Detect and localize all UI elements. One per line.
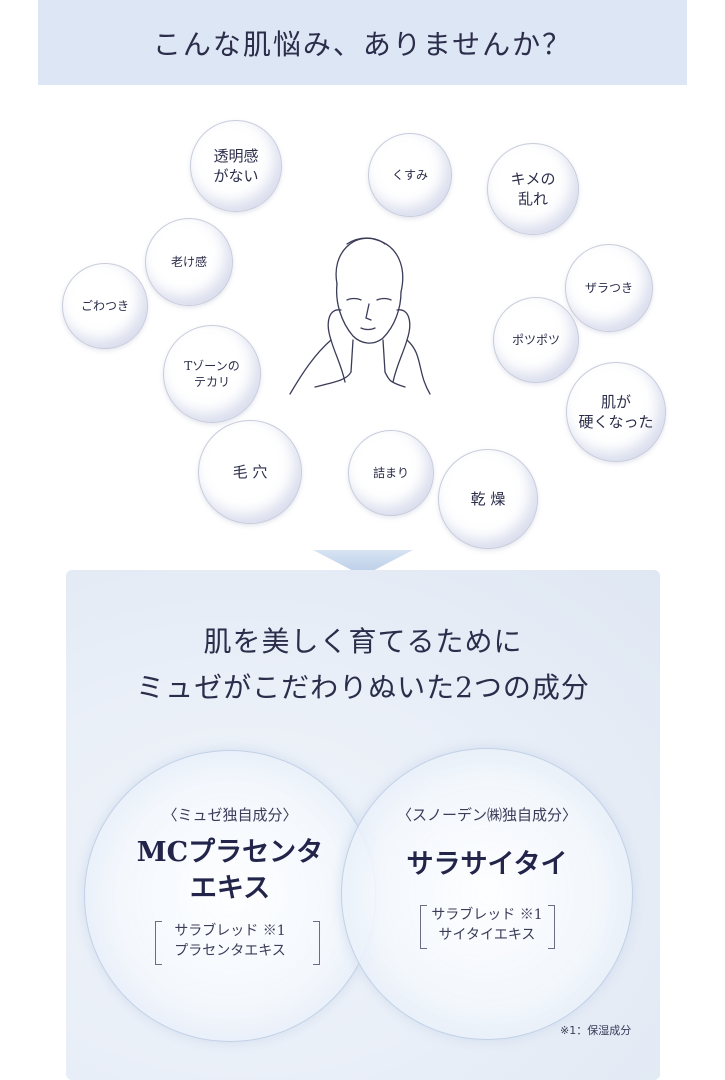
concern-bubble: くすみ [368,133,452,217]
concern-bubble: 肌が 硬くなった [566,362,666,462]
bracket-right [548,905,555,949]
ingredient-tag: 〈ミュゼ独自成分〉 [162,806,298,824]
bracket-left [155,921,162,965]
concern-bubble: ザラつき [565,244,653,332]
header-title: こんな肌悩み、ありませんか？ [152,27,573,61]
section-title-line2: ミュゼがこだわりぬいた2つの成分 [136,671,590,704]
concern-bubble: キメの 乱れ [487,143,579,235]
concern-bubble: ごわつき [62,263,148,349]
bracket-left [420,905,427,949]
ingredients-panel: 肌を美しく育てるために ミュゼがこだわりぬいた2つの成分 〈ミュゼ独自成分〉 M… [66,570,660,1080]
down-arrow-icon [313,550,413,576]
ingredient-tag: 〈スノーデン㈱独自成分〉 [396,806,577,824]
concern-bubble: 毛 穴 [198,420,302,524]
ingredient-name: MCプラセンタ エキス [136,837,324,905]
concern-bubble: Tゾーンの テカリ [163,325,261,423]
concern-bubble: 老け感 [145,218,233,306]
face-illustration [289,237,431,395]
concern-bubble: 透明感 がない [190,120,282,212]
ingredient-circle-placenta: 〈ミュゼ独自成分〉 MCプラセンタ エキス サラブレッド ※1 プラセンタエキス [84,750,376,1042]
footnote: ※1：保湿成分 [560,1024,632,1037]
concern-bubble: 詰まり [348,430,434,516]
header-banner: こんな肌悩み、ありませんか？ [38,0,687,85]
ingredient-sub: サラブレッド ※1 サイタイエキス [431,907,543,944]
section-title-line1: 肌を美しく育てるために [203,625,523,658]
concern-bubble: ポツポツ [493,297,579,383]
concern-bubble: 乾 燥 [438,449,538,549]
ingredient-sub: サラブレッド ※1 プラセンタエキス [174,923,286,960]
bracket-right [313,921,320,965]
ingredient-circle-saraseitai: 〈スノーデン㈱独自成分〉 サラサイタイ サラブレッド ※1 サイタイエキス [341,748,633,1040]
ingredient-name: サラサイタイ [406,849,568,880]
